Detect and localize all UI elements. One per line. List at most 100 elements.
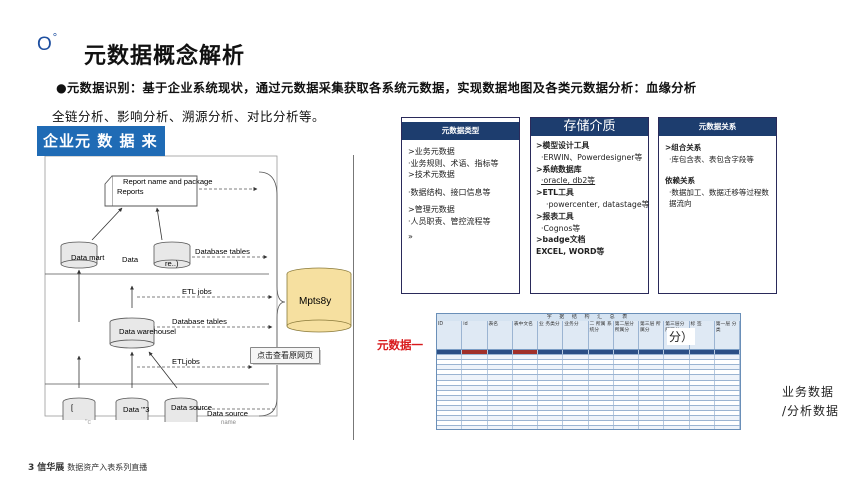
sheet-rows — [437, 350, 740, 429]
sheet-cell — [462, 426, 488, 429]
sheet-cell — [639, 406, 665, 411]
sheet-header-cell: 业 务类分 — [538, 321, 564, 349]
sheet-cell — [639, 426, 665, 429]
sheet-cell — [589, 400, 614, 406]
sheet-cell — [538, 355, 564, 360]
footer-page-number: 3 — [28, 463, 35, 473]
sheet-cell — [437, 360, 463, 365]
sheet-cell — [588, 416, 614, 421]
sheet-cell — [538, 421, 564, 426]
sheet-cell — [639, 390, 665, 395]
sheet-cell — [689, 416, 715, 421]
footer-text: 数据资产入表系列直播 — [67, 463, 148, 472]
sheet-cell — [437, 400, 463, 406]
panel1-item: ·业务规则、术语、指标等 — [408, 158, 499, 168]
panel2-item: >系统数据库 — [536, 164, 582, 174]
sheet-cell — [437, 411, 463, 416]
sheet-cell — [437, 365, 463, 370]
business-data-line-2: /分析数据 — [782, 404, 840, 418]
sheet-cell — [714, 426, 740, 429]
sheet-cell — [664, 416, 690, 421]
sheet-cell — [715, 400, 740, 406]
sheet-cell — [462, 365, 488, 370]
sheet-cell — [689, 426, 715, 429]
sheet-title: 字 据 结 构 汇 总 表 — [437, 314, 740, 321]
sheet-cell — [689, 406, 715, 411]
sheet-cell — [437, 416, 463, 421]
sheet-cell — [714, 406, 740, 411]
sheet-cell — [487, 395, 513, 400]
sheet-cell — [690, 370, 715, 375]
metadata-sheet-thumbnail: 字 据 结 构 汇 总 表 ID id 表名 表中文名 业 务类分 业务分 二 … — [436, 313, 741, 430]
sheet-cell — [588, 426, 614, 429]
sheet-cell — [437, 370, 463, 375]
sheet-cell — [538, 350, 564, 355]
sheet-row — [437, 406, 740, 412]
sheet-cell — [614, 380, 639, 385]
panel-storage-media-body: >模型设计工具 ·ERWIN、Powerdesigner等 >系统数据库 ·or… — [531, 136, 649, 262]
panel1-item: >业务元数据 — [408, 147, 455, 156]
sheet-cell — [664, 395, 690, 400]
sheet-cell — [538, 380, 564, 385]
sheet-cell — [513, 390, 538, 395]
view-source-popup[interactable]: 点击查看原网页 — [250, 347, 320, 364]
sheet-cell — [714, 385, 740, 390]
sheet-cell — [664, 426, 690, 429]
sheet-cell — [512, 350, 538, 355]
etl-jobs-2-label: ETLjobs — [172, 357, 200, 366]
sheet-cell — [487, 406, 513, 411]
sheet-cell — [487, 416, 513, 421]
sheet-cell — [613, 375, 639, 380]
sheet-cell — [664, 421, 690, 426]
data-source-sub-label: name — [221, 420, 237, 426]
sheet-cell — [437, 395, 463, 400]
sheet-cell — [563, 426, 589, 429]
sheet-cell — [487, 375, 513, 380]
sheet-cell — [664, 390, 690, 395]
sheet-header-cell: 第二层分 所属分 — [614, 321, 639, 349]
sheet-cell — [513, 370, 538, 375]
sheet-cell — [513, 360, 538, 365]
sheet-cell — [488, 400, 513, 406]
data-mart-label: Data mart — [71, 253, 105, 262]
sheet-cell — [613, 365, 639, 370]
sheet-row — [437, 360, 740, 366]
sheet-cell — [538, 360, 564, 365]
panel-metadata-types: 元数据类型 >业务元数据 ·业务规则、术语、指标等 >技术元数据 ·数据结构、接… — [401, 117, 520, 294]
sheet-cell — [588, 355, 614, 360]
mpts-label: Mpts8y — [299, 296, 331, 307]
sheet-header-cell: 业务分 — [563, 321, 589, 349]
sheet-row — [437, 350, 740, 356]
sheet-row — [437, 365, 740, 371]
sheet-cell — [715, 360, 740, 365]
sheet-cell — [664, 406, 690, 411]
sheet-cell — [639, 380, 665, 385]
sheet-row — [437, 385, 740, 391]
sheet-cell — [664, 385, 690, 390]
sheet-cell — [664, 365, 690, 370]
sheet-header-cell: ID — [437, 321, 463, 349]
sheet-cell — [563, 390, 589, 395]
sheet-cell — [513, 411, 538, 416]
sheet-cell — [462, 380, 488, 385]
sheet-cell — [639, 421, 665, 426]
panel-storage-media-title: 存储介质 — [531, 118, 648, 136]
sheet-cell — [639, 370, 665, 375]
arrow-src-to-warehouse-3 — [148, 351, 178, 389]
sheet-cell — [589, 421, 614, 426]
sheet-cell — [462, 375, 488, 380]
circle-degree-icon: O° — [37, 32, 58, 55]
src2-label: Data '"3 — [123, 405, 150, 414]
watermark-text: "c — [85, 419, 91, 426]
sheet-cell — [488, 411, 513, 416]
sheet-cell — [613, 426, 639, 429]
sheet-cell — [588, 375, 614, 380]
reports-label-1: Report name and package — [123, 177, 213, 186]
sheet-cell — [437, 426, 463, 429]
page-title: 元数据概念解析 — [84, 44, 246, 69]
sheet-row — [437, 411, 740, 417]
reports-label-2: Reports — [117, 187, 144, 196]
panel2-item: ·ERWIN、Powerdesigner等 — [541, 152, 643, 162]
sheet-cell — [563, 400, 589, 406]
sheet-cell — [538, 365, 564, 370]
